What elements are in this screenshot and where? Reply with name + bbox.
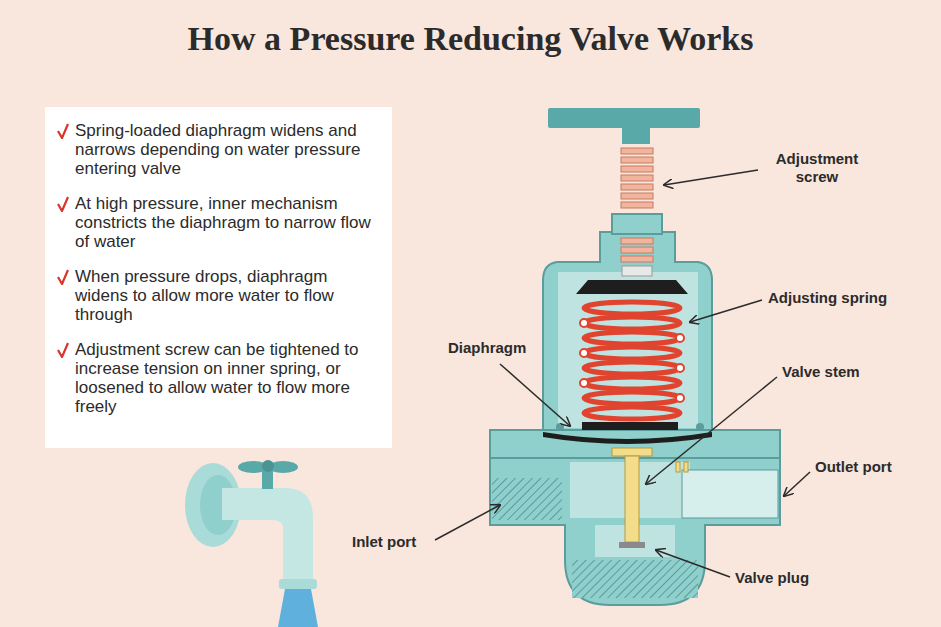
text-panel: Spring-loaded diaphragm widens and narro… bbox=[45, 107, 392, 448]
coil-end bbox=[676, 364, 684, 372]
pin bbox=[676, 462, 680, 472]
coil bbox=[584, 332, 680, 344]
leader-arrow bbox=[500, 364, 570, 426]
upper-spring-seat bbox=[576, 280, 688, 294]
water-stream bbox=[278, 589, 318, 627]
coil bbox=[584, 407, 680, 419]
coil-ends bbox=[580, 319, 684, 402]
bullet-row: Adjustment screw can be tightened to inc… bbox=[57, 340, 374, 416]
faucet-handle-hub bbox=[262, 460, 274, 472]
check-mark bbox=[57, 123, 69, 139]
screw-handle bbox=[548, 108, 700, 128]
bolt bbox=[556, 423, 564, 431]
leader-arrow bbox=[690, 300, 762, 322]
coil bbox=[584, 377, 680, 389]
faucet-spout bbox=[222, 488, 313, 584]
coil bbox=[584, 302, 680, 314]
thread bbox=[621, 238, 653, 244]
faucet-nozzle bbox=[279, 579, 317, 589]
thread bbox=[621, 166, 653, 172]
part-label: Diaphragm bbox=[448, 339, 526, 357]
check-stroke bbox=[58, 124, 68, 138]
part-label: Adjustment screw bbox=[767, 150, 867, 186]
coil-end bbox=[580, 319, 588, 327]
check-stroke bbox=[58, 197, 68, 211]
check-mark bbox=[57, 196, 69, 212]
leader-arrow bbox=[664, 170, 758, 185]
bonnet bbox=[543, 232, 712, 430]
thread bbox=[621, 202, 653, 208]
screw-threads bbox=[621, 238, 653, 262]
leader-arrow bbox=[435, 505, 500, 540]
coil-end bbox=[676, 394, 684, 402]
bullet-text: Spring-loaded diaphragm widens and narro… bbox=[75, 121, 374, 178]
coil-end bbox=[580, 379, 588, 387]
bottom-threads bbox=[572, 560, 698, 598]
bullet-row: At high pressure, inner mechanism constr… bbox=[57, 194, 374, 251]
bolt bbox=[696, 423, 704, 431]
body-flange bbox=[490, 430, 780, 458]
check-stroke bbox=[58, 343, 68, 357]
thread bbox=[621, 157, 653, 163]
bullet-text: At high pressure, inner mechanism constr… bbox=[75, 194, 374, 251]
bullet-text: Adjustment screw can be tightened to inc… bbox=[75, 340, 374, 416]
inlet-threads bbox=[492, 478, 562, 520]
coil-end bbox=[676, 334, 684, 342]
coil bbox=[584, 317, 680, 329]
coil bbox=[584, 392, 680, 404]
coil bbox=[584, 362, 680, 374]
pin bbox=[684, 462, 688, 472]
stem-head bbox=[612, 448, 652, 456]
coil-end bbox=[580, 349, 588, 357]
leader-arrow bbox=[646, 377, 777, 484]
lower-spring-seat bbox=[582, 422, 678, 430]
screw-tip bbox=[622, 266, 652, 276]
bullet-text: When pressure drops, diaphragm widens to… bbox=[75, 267, 374, 324]
valve-plug-part bbox=[619, 542, 645, 548]
part-label: Valve stem bbox=[782, 363, 860, 381]
part-label: Valve plug bbox=[735, 569, 809, 587]
leader-arrow bbox=[784, 472, 810, 496]
part-label: Inlet port bbox=[352, 533, 416, 551]
thread bbox=[621, 184, 653, 190]
diagram-title: How a Pressure Reducing Valve Works bbox=[0, 20, 941, 58]
thread bbox=[621, 175, 653, 181]
part-label: Outlet port bbox=[815, 458, 892, 476]
part-label: Adjusting spring bbox=[768, 289, 887, 307]
thread bbox=[621, 193, 653, 199]
thread bbox=[621, 148, 653, 154]
valve-stem-part bbox=[625, 456, 639, 542]
lock-nut bbox=[612, 214, 662, 234]
outlet-passage bbox=[682, 470, 778, 518]
check-mark bbox=[57, 269, 69, 285]
screw-threads bbox=[621, 148, 653, 208]
bullet-row: When pressure drops, diaphragm widens to… bbox=[57, 267, 374, 324]
screw-handle-neck bbox=[622, 128, 650, 144]
check-stroke bbox=[58, 270, 68, 284]
leader-arrow bbox=[656, 550, 730, 577]
bullet-row: Spring-loaded diaphragm widens and narro… bbox=[57, 121, 374, 178]
adjusting-spring-coils bbox=[584, 302, 680, 419]
spring-chamber bbox=[558, 272, 698, 428]
thread bbox=[621, 256, 653, 262]
coil bbox=[584, 347, 680, 359]
diaphragm-membrane bbox=[543, 432, 712, 444]
thread bbox=[621, 247, 653, 253]
valve-drawing bbox=[490, 108, 780, 605]
faucet-handle-stem bbox=[262, 470, 273, 489]
check-mark bbox=[57, 342, 69, 358]
leader-lines bbox=[435, 170, 810, 577]
faucet-icon bbox=[185, 460, 318, 627]
